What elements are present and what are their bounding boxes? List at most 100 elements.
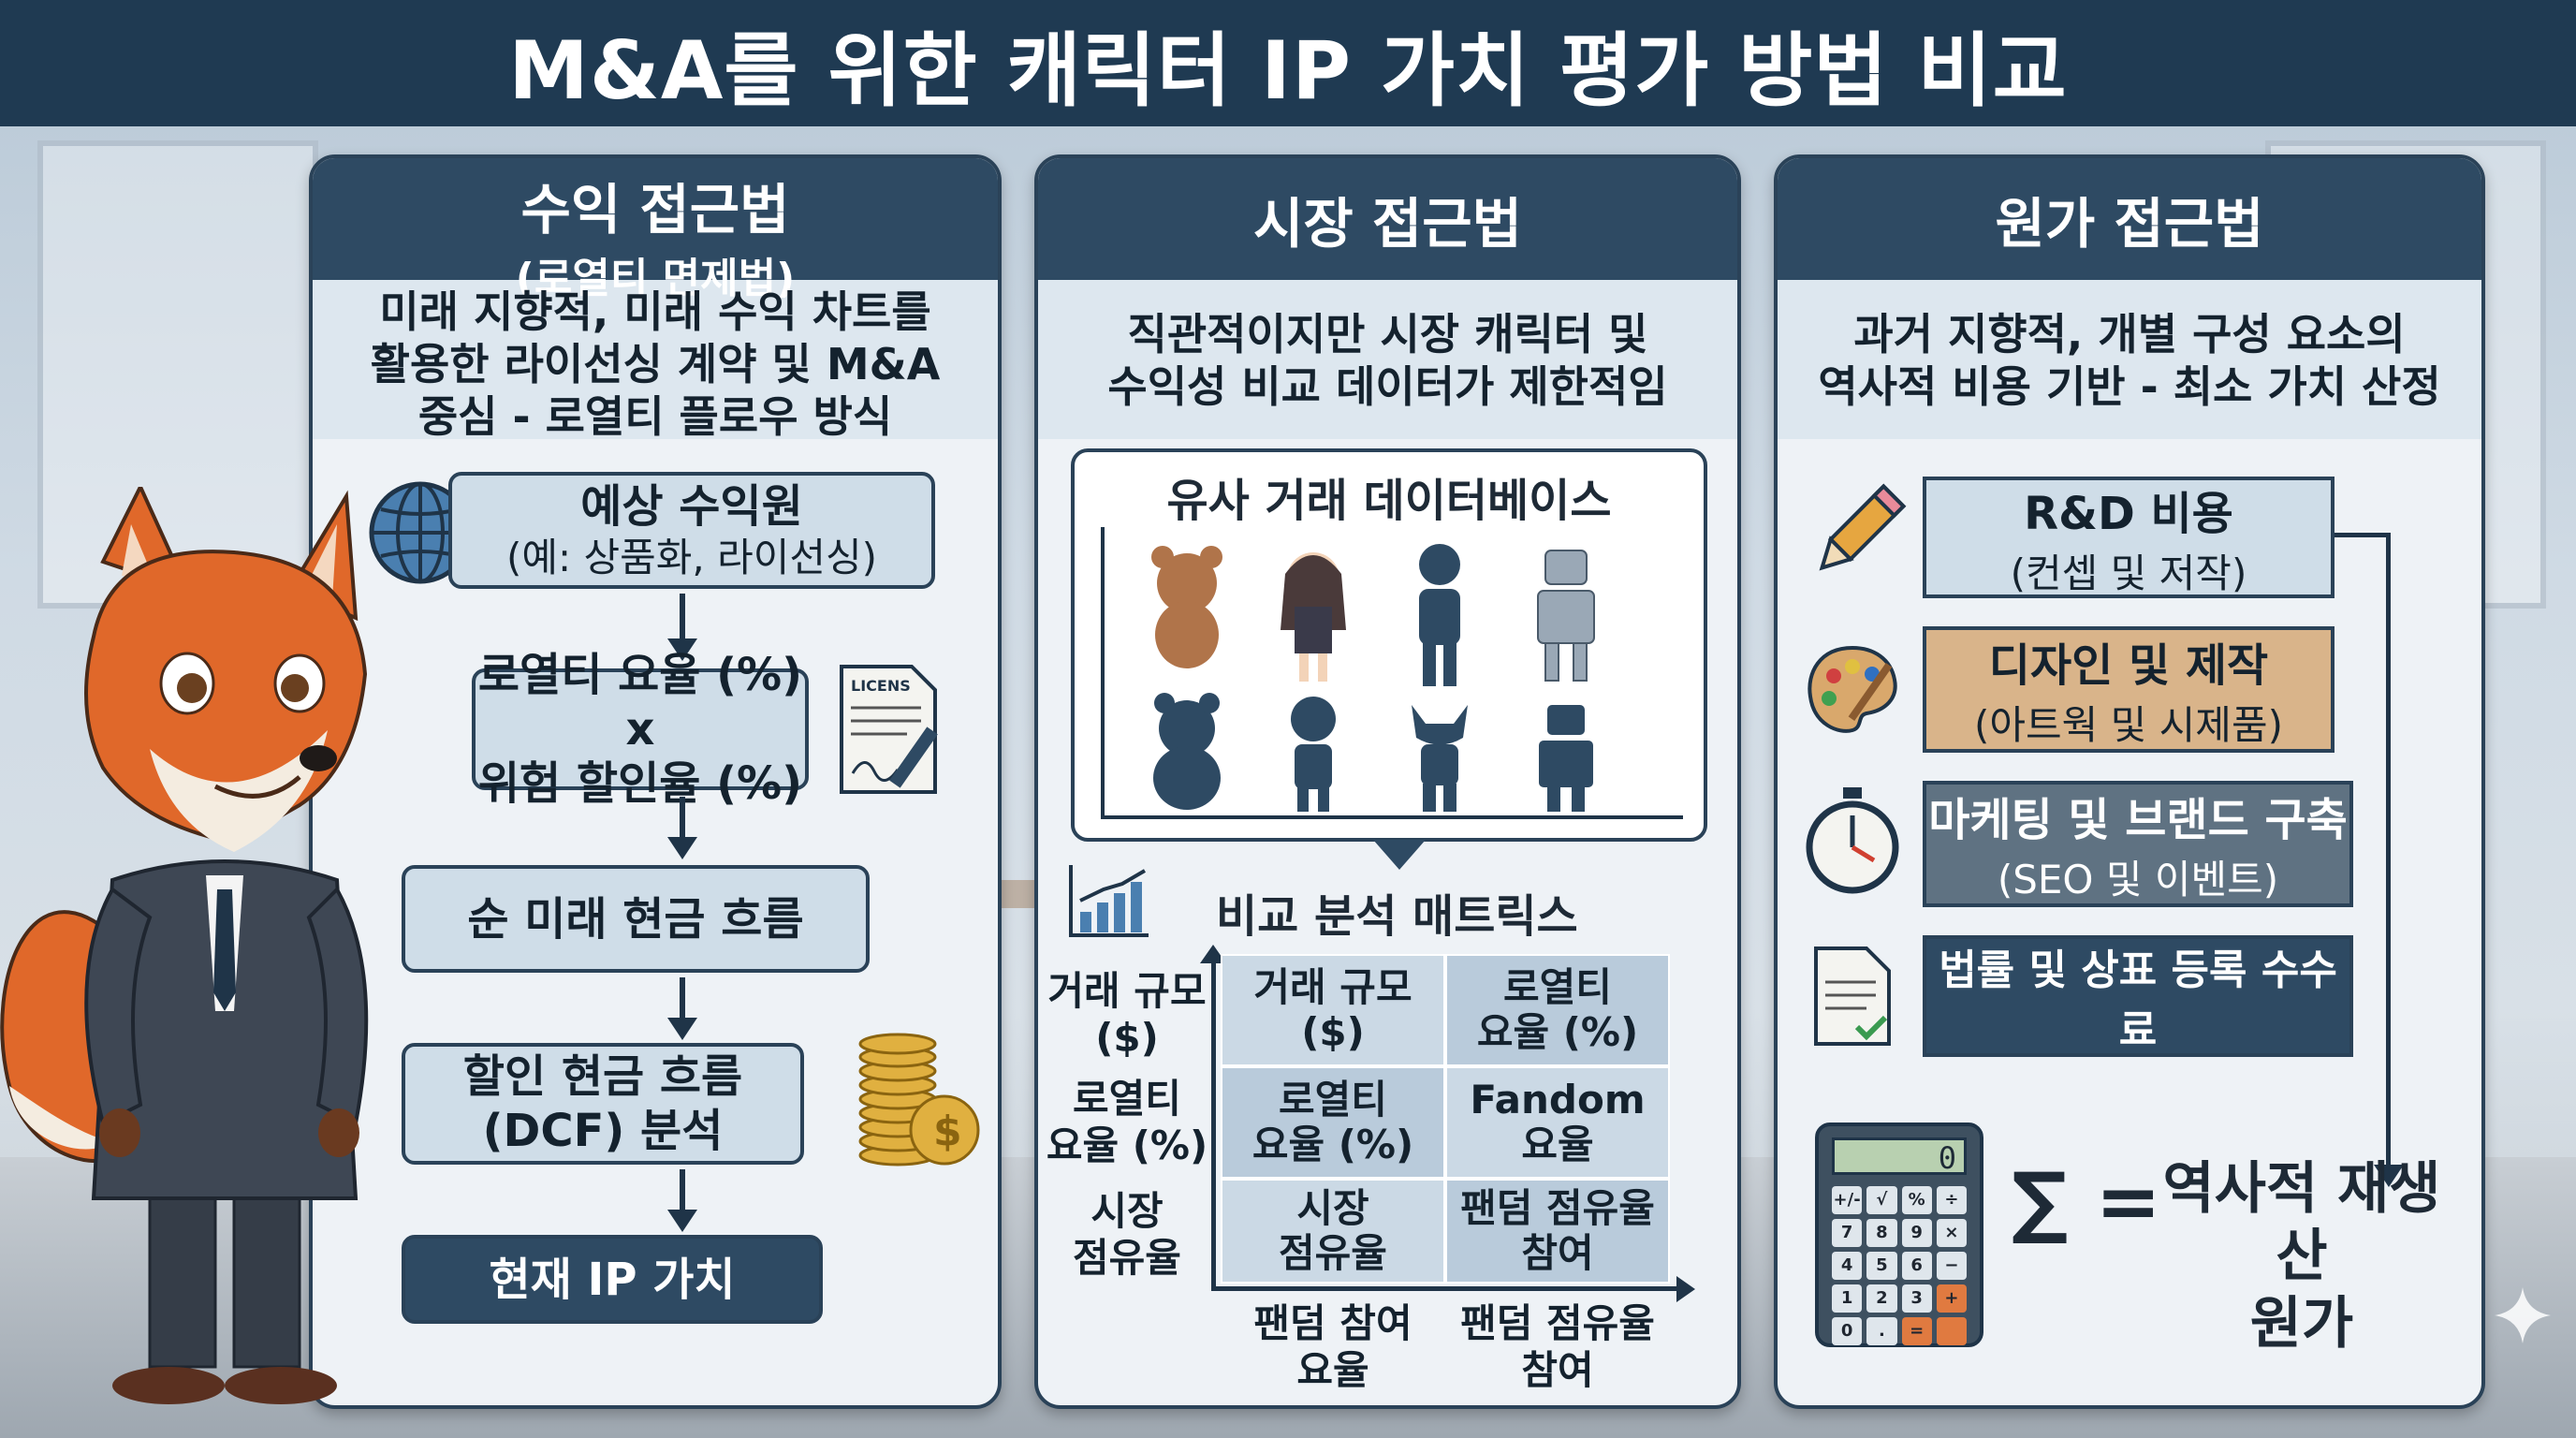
cost-title: 원가 접근법 xyxy=(1995,192,2264,256)
step-main: 순 미래 현금 흐름 xyxy=(467,892,804,946)
palette-icon xyxy=(1808,645,1897,733)
income-desc-line: 활용한 라이선싱 계약 및 M&A xyxy=(370,339,941,389)
calculator-key xyxy=(1936,1317,1967,1345)
matrix-y-axis xyxy=(1211,954,1216,1291)
calculator-key: 7 xyxy=(1832,1219,1863,1247)
kid-silhouette-icon xyxy=(1291,697,1336,812)
step-main: 로열티 요율 (%) x xyxy=(477,649,803,756)
marketing-brand-layer: 마케팅 및 브랜드 구축 (SEO 및 이벤트) xyxy=(1923,781,2353,907)
step-main: 예상 수익원 xyxy=(580,479,803,533)
sparkle-icon xyxy=(2495,1287,2551,1343)
sum-bracket xyxy=(2334,533,2391,537)
matrix-cell: 거래 규모($) xyxy=(1221,954,1445,1066)
pencil-icon xyxy=(1819,483,1907,571)
rnd-cost-layer: R&D 비용 (컨셉 및 저작) xyxy=(1923,477,2334,598)
background-window xyxy=(37,140,318,609)
fox-mascot xyxy=(0,487,369,1404)
present-ip-value-box: 현재 IP 가치 xyxy=(402,1235,823,1324)
girl-character-icon xyxy=(1281,552,1346,682)
cost-panel-header: 원가 접근법 xyxy=(1778,158,2481,280)
calculator-key: + xyxy=(1936,1284,1967,1313)
calculator-key: = xyxy=(1901,1317,1932,1345)
layer-main: R&D 비용 xyxy=(2024,487,2233,540)
robot-icon xyxy=(1537,550,1595,682)
income-panel-header: 수익 접근법 (로열티 면제법) xyxy=(313,158,998,302)
flow-arrow xyxy=(2374,1165,2404,1187)
calculator-key: 0 xyxy=(1832,1317,1863,1345)
calculator-key: . xyxy=(1866,1317,1897,1345)
coins-icon: $ xyxy=(858,1033,980,1167)
market-approach-panel: 시장 접근법 직관적이지만 시장 캐릭터 및 수익성 비교 데이터가 제한적임 … xyxy=(1034,154,1741,1409)
bear-silhouette-icon xyxy=(1153,693,1221,810)
calculator-key: √ xyxy=(1866,1186,1897,1214)
layer-sub: (SEO 및 이벤트) xyxy=(1997,857,2279,902)
step-sub: (예: 상품화, 라이선싱) xyxy=(505,534,878,580)
income-subtitle: (로열티 면제법) xyxy=(515,255,796,302)
calculator-key: % xyxy=(1901,1186,1932,1214)
cost-desc-line: 역사적 비용 기반 - 최소 가치 산정 xyxy=(1818,361,2441,412)
flow-arrow xyxy=(667,594,697,661)
creature-silhouette-icon xyxy=(1412,705,1468,812)
step-sub: 위험 할인율 (%) xyxy=(477,757,803,810)
stopwatch-icon xyxy=(1806,787,1899,894)
calculator-key: 8 xyxy=(1866,1219,1897,1247)
cost-description: 과거 지향적, 개별 구성 요소의 역사적 비용 기반 - 최소 가치 산정 xyxy=(1778,280,2481,439)
net-cashflow-box: 순 미래 현금 흐름 xyxy=(402,865,870,973)
database-title: 유사 거래 데이터베이스 xyxy=(1166,475,1612,527)
license-label: LICENS xyxy=(851,677,911,695)
calculator-key: ÷ xyxy=(1936,1186,1967,1214)
matrix-x-axis xyxy=(1211,1286,1679,1291)
step-main: 현재 IP 가치 xyxy=(489,1253,736,1306)
market-desc-line: 수익성 비교 데이터가 제한적임 xyxy=(1107,361,1668,412)
income-title: 수익 접근법 xyxy=(520,178,790,242)
calculator-key: − xyxy=(1936,1252,1967,1280)
character-silhouettes xyxy=(1101,527,1683,819)
design-production-layer: 디자인 및 제작 (아트웍 및 시제품) xyxy=(1923,626,2334,753)
expected-revenue-box: 예상 수익원 (예: 상품화, 라이선싱) xyxy=(448,472,935,589)
income-description: 미래 지향적, 미래 수익 차트를 활용한 라이선싱 계약 및 M&A 중심 -… xyxy=(313,280,998,442)
calculator-key: 4 xyxy=(1832,1252,1863,1280)
calculator-key: 1 xyxy=(1832,1284,1863,1313)
royalty-rate-box: 로열티 요율 (%) x 위험 할인율 (%) xyxy=(472,649,809,810)
layer-main: 마케팅 및 브랜드 구축 xyxy=(1928,794,2348,846)
flow-arrow xyxy=(1373,840,1426,870)
calculator-key: +/- xyxy=(1832,1186,1863,1214)
layer-main: 법률 및 상표 등록 수수료 xyxy=(1939,946,2337,1054)
axis-arrow xyxy=(1200,945,1226,963)
market-panel-header: 시장 접근법 xyxy=(1038,158,1737,280)
calculator-key: × xyxy=(1936,1219,1967,1247)
income-desc-line: 미래 지향적, 미래 수익 차트를 xyxy=(379,286,931,337)
layer-main: 디자인 및 제작 xyxy=(1988,639,2269,692)
bear-icon xyxy=(1151,546,1222,668)
market-description: 직관적이지만 시장 캐릭터 및 수익성 비교 데이터가 제한적임 xyxy=(1038,280,1737,439)
license-document-icon: LICENS xyxy=(840,665,938,794)
robot-silhouette-icon xyxy=(1539,705,1593,812)
bar-chart-icon xyxy=(1069,865,1149,937)
svg-text:$: $ xyxy=(933,1108,962,1155)
historical-reproduction-cost: 역사적 재생산 원가 xyxy=(2162,1156,2441,1357)
legal-trademark-layer: 법률 및 상표 등록 수수료 xyxy=(1923,935,2353,1057)
dcf-box: 할인 현금 흐름 (DCF) 분석 xyxy=(402,1043,804,1165)
legal-document-icon xyxy=(1814,946,1891,1046)
calculator-key: 3 xyxy=(1901,1284,1932,1313)
cost-desc-line: 과거 지향적, 개별 구성 요소의 xyxy=(1853,309,2406,360)
axis-arrow xyxy=(1676,1276,1695,1302)
sum-bracket xyxy=(2386,533,2391,1169)
title-bar: M&A를 위한 캐릭터 IP 가치 평가 방법 비교 xyxy=(0,0,2576,126)
matrix-row-label: 거래 규모($) xyxy=(1047,968,1207,1061)
person-silhouette-icon xyxy=(1419,544,1460,686)
income-approach-panel: 수익 접근법 (로열티 면제법) 미래 지향적, 미래 수익 차트를 활용한 라… xyxy=(309,154,1002,1409)
market-title: 시장 접근법 xyxy=(1253,192,1522,256)
flow-arrow xyxy=(667,797,697,859)
income-desc-line: 중심 - 로열티 플로우 방식 xyxy=(417,391,893,442)
